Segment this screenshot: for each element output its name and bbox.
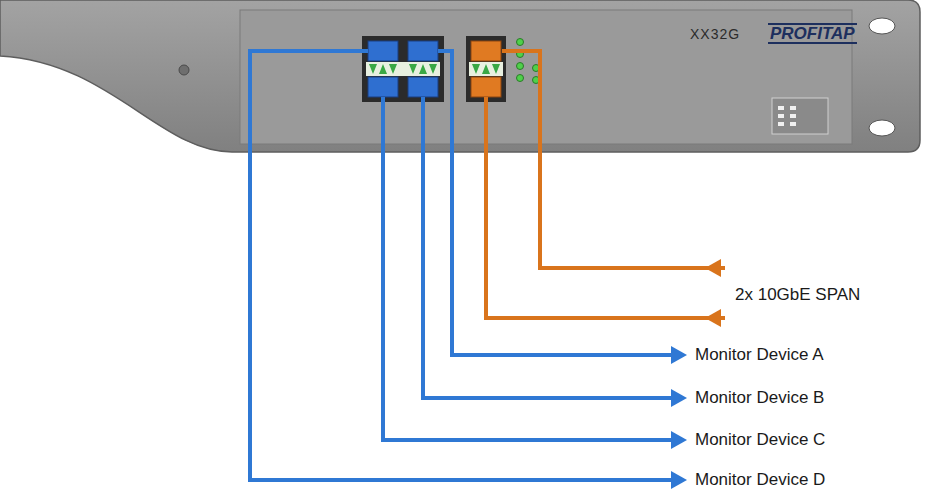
port-module [466, 36, 506, 102]
status-plate [772, 98, 828, 134]
fiber-connector [486, 97, 725, 327]
fiber-connector [438, 51, 687, 364]
port-module [362, 36, 444, 102]
blue-port [408, 77, 438, 97]
tap-panel: XX32G PROFITAP [0, 0, 920, 152]
orange-port [471, 77, 501, 97]
blue-port [368, 41, 398, 61]
source-label: 2x 10GbE SPAN [735, 285, 860, 305]
status-plate-marks [778, 106, 796, 126]
status-leds [517, 39, 540, 84]
monitor-label: Monitor Device A [695, 345, 824, 365]
port-strip [366, 62, 440, 76]
monitor-label: Monitor Device B [695, 388, 824, 408]
fiber-connector [423, 97, 687, 407]
device-name: Monitor Device A [695, 345, 824, 365]
device-name: Monitor Device B [695, 388, 824, 408]
blue-port [408, 41, 438, 61]
port-strip [469, 62, 503, 76]
direction-triangles [472, 64, 500, 74]
mount-hole [869, 120, 895, 136]
mount-hole [869, 18, 895, 34]
blue-port [368, 77, 398, 97]
fiber-connector [383, 97, 687, 449]
device-name: 2x 10GbE SPAN [735, 285, 860, 305]
panel-face [240, 10, 852, 144]
brand-logo: PROFITAP [768, 23, 857, 44]
device-name: Monitor Device D [695, 470, 825, 490]
monitor-label: Monitor Device D [695, 470, 825, 490]
panel-recess [0, 2, 225, 42]
panel-screw [179, 65, 189, 75]
monitor-label: Monitor Device C [695, 430, 825, 450]
fiber-connector [502, 51, 725, 277]
orange-port [471, 41, 501, 61]
direction-triangles [369, 64, 437, 74]
fiber-connector [250, 51, 687, 489]
rack-panel [0, 0, 920, 152]
device-name: Monitor Device C [695, 430, 825, 450]
model-name: XX32G [690, 26, 740, 42]
